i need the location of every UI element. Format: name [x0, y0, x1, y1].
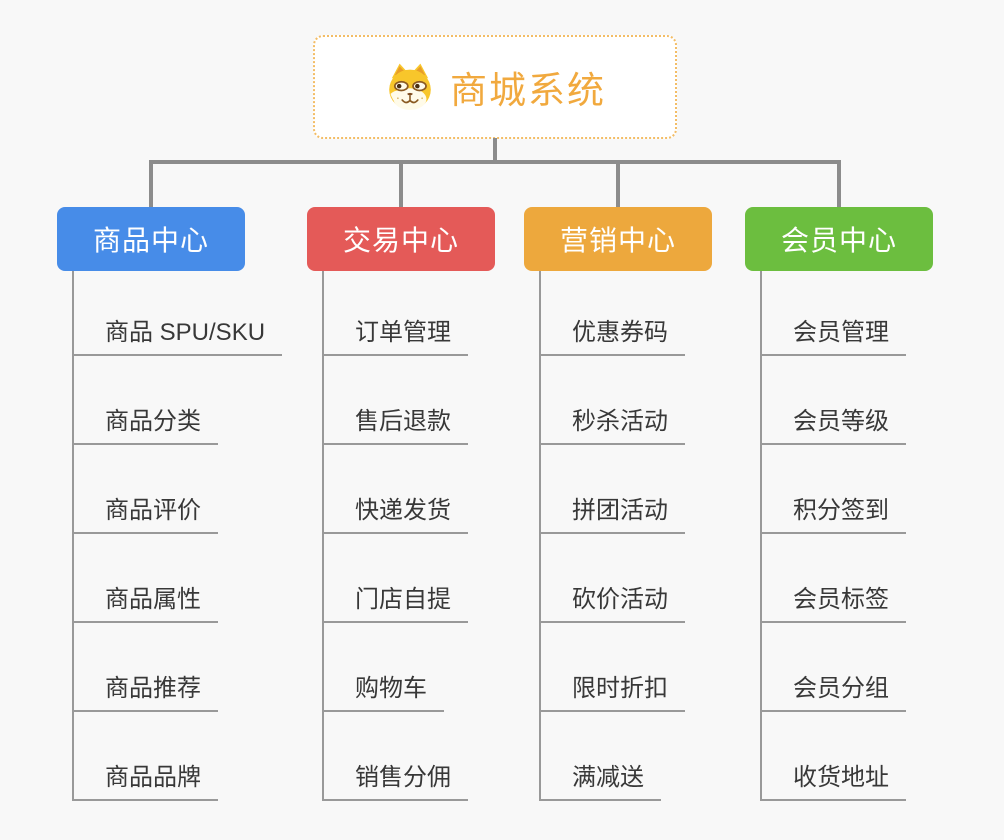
branch-node-4[interactable]: 会员中心: [745, 207, 933, 271]
branch-trunk-line: [760, 271, 762, 801]
leaf-node[interactable]: 门店自提: [322, 579, 468, 623]
leaf-node[interactable]: 订单管理: [322, 312, 468, 356]
branch-node-2[interactable]: 交易中心: [307, 207, 495, 271]
root-stub-line: [493, 138, 497, 164]
dog-face-icon: [384, 62, 436, 112]
leaf-node[interactable]: 积分签到: [760, 490, 906, 534]
branch-label: 交易中心: [342, 225, 459, 256]
leaf-node[interactable]: 秒杀活动: [539, 401, 685, 445]
root-node[interactable]: 商城系统: [313, 35, 677, 139]
branch-trunk-line: [322, 271, 324, 801]
leaf-node[interactable]: 商品品牌: [72, 757, 218, 801]
leaf-node[interactable]: 快递发货: [322, 490, 468, 534]
horizontal-connector-line: [149, 160, 841, 164]
branch-drop-line: [149, 160, 153, 207]
leaf-node[interactable]: 收货地址: [760, 757, 906, 801]
branch-node-1[interactable]: 商品中心: [57, 207, 245, 271]
leaf-node[interactable]: 拼团活动: [539, 490, 685, 534]
leaf-node[interactable]: 商品属性: [72, 579, 218, 623]
branch-trunk-line: [72, 271, 74, 801]
leaf-node[interactable]: 砍价活动: [539, 579, 685, 623]
leaf-node[interactable]: 商品推荐: [72, 668, 218, 712]
leaf-node[interactable]: 商品 SPU/SKU: [72, 312, 283, 356]
leaf-node[interactable]: 满减送: [539, 757, 661, 801]
leaf-node[interactable]: 限时折扣: [539, 668, 685, 712]
leaf-node[interactable]: 会员等级: [760, 401, 906, 445]
leaf-node[interactable]: 售后退款: [322, 401, 468, 445]
leaf-node[interactable]: 会员分组: [760, 668, 906, 712]
leaf-node[interactable]: 商品评价: [72, 490, 218, 534]
leaf-node[interactable]: 商品分类: [72, 401, 218, 445]
branch-trunk-line: [539, 271, 541, 801]
branch-label: 会员中心: [780, 225, 897, 256]
branch-label: 商品中心: [92, 225, 209, 256]
leaf-node[interactable]: 会员管理: [760, 312, 906, 356]
leaf-node[interactable]: 购物车: [322, 668, 444, 712]
leaf-node[interactable]: 会员标签: [760, 579, 906, 623]
leaf-node[interactable]: 销售分佣: [322, 757, 468, 801]
leaf-node[interactable]: 优惠券码: [539, 312, 685, 356]
branch-drop-line: [837, 160, 841, 207]
branch-drop-line: [399, 160, 403, 207]
root-title: 商城系统: [450, 70, 606, 111]
branch-drop-line: [616, 160, 620, 207]
branch-label: 营销中心: [559, 225, 676, 256]
branch-node-3[interactable]: 营销中心: [524, 207, 712, 271]
